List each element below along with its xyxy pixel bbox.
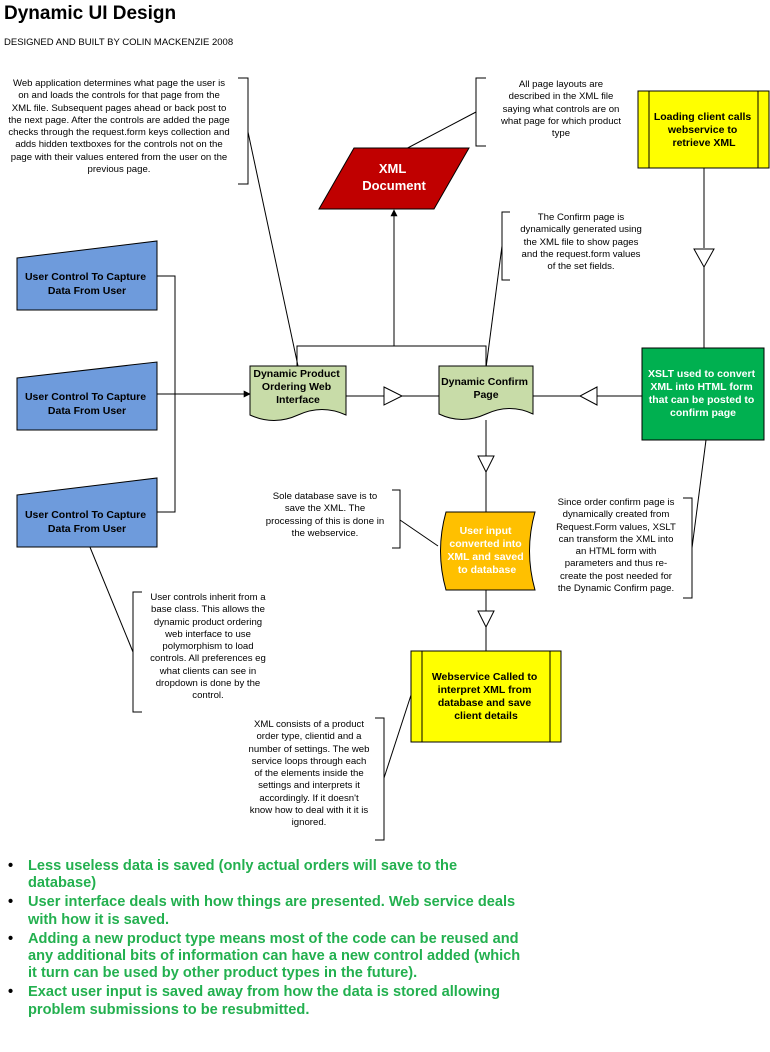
node-user-control-2-label: User Control To Capture Data From User xyxy=(25,391,149,417)
node-webservice: Webservice Called to interpret XML from … xyxy=(410,650,562,743)
bullet-icon: • xyxy=(8,858,14,874)
benefit-item: •Exact user input is saved away from how… xyxy=(8,984,500,1018)
arrowhead-input-ws xyxy=(477,610,495,629)
to-xml-bracket xyxy=(296,345,487,366)
arrowhead-xslt-confirm xyxy=(578,386,598,406)
node-dynamic-product-ordering: Dynamic Product Ordering Web Interface xyxy=(249,365,347,421)
note-web-app-leader xyxy=(247,131,299,367)
node-loading-client-label: Loading client calls webservice to retri… xyxy=(654,111,754,149)
node-dynamic-confirm-label: Dynamic Confirm Page xyxy=(441,376,531,401)
node-user-control-1: User Control To Capture Data From User xyxy=(16,240,158,311)
node-user-control-2: User Control To Capture Data From User xyxy=(16,361,158,431)
node-dynamic-product-label: Dynamic Product Ordering Web Interface xyxy=(253,368,342,406)
note-xml-leader xyxy=(383,691,413,779)
note-web-app-bracket xyxy=(238,77,249,185)
node-user-control-3: User Control To Capture Data From User xyxy=(16,477,158,548)
note-controls-leader xyxy=(84,534,134,653)
node-xslt: XSLT used to convert XML into HTML form … xyxy=(641,347,765,441)
node-user-control-3-label: User Control To Capture Data From User xyxy=(25,509,149,535)
note-save-bracket xyxy=(392,489,401,549)
note-confirm-leader xyxy=(485,245,503,369)
note-layouts-bracket xyxy=(475,77,486,147)
arrowhead-product-confirm xyxy=(383,386,404,406)
node-webservice-label: Webservice Called to interpret XML from … xyxy=(432,671,540,722)
node-xslt-label: XSLT used to convert XML into HTML form … xyxy=(648,368,758,419)
node-user-input: User input converted into XML and saved … xyxy=(440,511,536,591)
arrowhead-confirm-input xyxy=(477,455,495,474)
note-xml-bracket xyxy=(375,717,385,841)
note-order-leader xyxy=(691,439,707,549)
node-xml-document-label: XML Document xyxy=(362,161,426,193)
benefit-item: •Less useless data is saved (only actual… xyxy=(8,858,458,892)
note-layouts-leader xyxy=(399,111,477,153)
benefit-item: •Adding a new product type means most of… xyxy=(8,930,521,982)
bullet-icon: • xyxy=(8,894,14,911)
page-title: Dynamic UI Design xyxy=(4,3,177,24)
node-user-control-1-label: User Control To Capture Data From User xyxy=(25,271,149,297)
bullet-icon: • xyxy=(8,984,14,1001)
node-loading-client: Loading client calls webservice to retri… xyxy=(637,90,770,169)
node-user-input-label: User input converted into XML and saved … xyxy=(447,525,526,576)
note-save-leader xyxy=(399,519,439,547)
hollow-arrowheads xyxy=(383,248,715,629)
page-subtitle: DESIGNED AND BUILT BY COLIN MACKENZIE 20… xyxy=(4,37,234,48)
bullet-icon: • xyxy=(8,930,14,947)
connectors xyxy=(84,77,707,841)
benefit-item: •User interface deals with how things ar… xyxy=(8,894,516,928)
node-dynamic-confirm-page: Dynamic Confirm Page xyxy=(438,365,534,420)
arrowhead-loading-xslt xyxy=(693,248,715,269)
node-xml-document: XML Document xyxy=(318,147,470,210)
note-web-application: Web application determines what page the… xyxy=(8,78,230,176)
benefits-list: •Less useless data is saved (only actual… xyxy=(8,858,528,1021)
